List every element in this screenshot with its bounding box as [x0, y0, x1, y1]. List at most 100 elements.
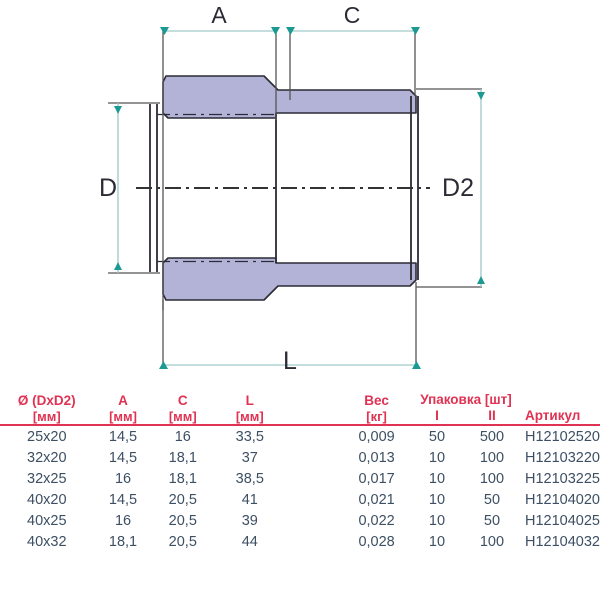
header-weight: Вес [кг] [342, 392, 411, 424]
technical-drawing: A C D D2 [99, 2, 485, 375]
cell-l: 44 [241, 534, 258, 551]
cell-spacer [286, 532, 342, 553]
dimension-label-a: A [211, 2, 227, 28]
cell-weight: 0,017 [358, 471, 395, 488]
table-row[interactable]: 40x25 16 20,5 39 0,022 10 50 H12104025 [0, 511, 600, 532]
cell-spacer [286, 511, 342, 532]
cell-a: 18,1 [108, 534, 138, 551]
cell-c: 20,5 [168, 534, 197, 551]
cell-pack2: 100 [479, 534, 505, 551]
cell-l: 37 [241, 450, 258, 467]
cell-spacer [286, 448, 342, 469]
cell-c: 20,5 [168, 492, 197, 509]
header-c-label: C [177, 392, 188, 408]
cell-article: H12104032 [524, 534, 600, 551]
header-rule-line [0, 424, 600, 427]
cell-pack1: 10 [428, 471, 446, 488]
cell-article: H12103220 [524, 450, 600, 467]
cell-pack1: 10 [428, 513, 446, 530]
header-diameter-label: Ø (DxD2) [17, 392, 76, 408]
header-a-unit: [мм] [109, 408, 137, 424]
cell-article: H12104025 [524, 513, 600, 530]
cell-weight: 0,013 [358, 450, 395, 467]
cell-c: 20,5 [168, 513, 197, 530]
cell-pack1: 10 [428, 450, 446, 467]
hidden-edges [157, 113, 276, 263]
header-weight-unit: [кг] [366, 408, 387, 424]
table-row[interactable]: 32x20 14,5 18,1 37 0,013 10 100 H12103220 [0, 448, 600, 469]
cell-article: H12104020 [524, 492, 600, 509]
table-row[interactable]: 40x20 14,5 20,5 41 0,021 10 50 H12104020 [0, 490, 600, 511]
cell-l: 33,5 [235, 429, 264, 446]
cell-diameter: 25x20 [27, 429, 67, 446]
dimension-label-d: D [99, 174, 117, 202]
cell-pack2: 50 [483, 513, 501, 530]
cell-pack2: 100 [479, 471, 505, 488]
specification-table: Ø (DxD2) [мм] A [мм] C [мм] L [мм] Вес [… [0, 392, 600, 553]
header-spacer [286, 392, 342, 424]
header-c: C [мм] [152, 392, 213, 424]
header-packing: Упаковка [шт] I II [411, 392, 521, 424]
header-article: Артикул [524, 407, 581, 423]
cell-weight: 0,022 [358, 513, 395, 530]
cell-diameter: 40x25 [27, 513, 67, 530]
cell-c: 18,1 [168, 471, 197, 488]
header-weight-label: Вес [364, 392, 389, 408]
cell-a: 14,5 [108, 429, 138, 446]
dimension-d2: D2 [416, 88, 485, 288]
cell-l: 38,5 [235, 471, 264, 488]
cell-pack1: 10 [428, 534, 446, 551]
cell-pack2: 50 [483, 492, 501, 509]
table-row[interactable]: 25x20 14,5 16 33,5 0,009 50 500 H12102520 [0, 427, 600, 448]
dimension-label-d2: D2 [442, 174, 474, 202]
header-l-unit: [мм] [235, 408, 264, 424]
cell-c: 18,1 [168, 450, 197, 467]
drawing-canvas: A C D D2 [99, 2, 485, 375]
header-c-unit: [мм] [168, 408, 197, 424]
header-diameter: Ø (DxD2) [мм] [0, 392, 94, 424]
cell-spacer [286, 490, 342, 511]
header-a: A [мм] [94, 392, 153, 424]
header-a-label: A [118, 392, 128, 408]
table-row[interactable]: 40x32 18,1 20,5 44 0,028 10 100 H12104032 [0, 532, 600, 553]
dimension-a: A [160, 2, 280, 310]
cell-diameter: 32x25 [27, 471, 67, 488]
dimension-c: C [286, 2, 420, 100]
cell-a: 16 [114, 471, 132, 488]
cell-a: 14,5 [108, 492, 138, 509]
cell-spacer [286, 427, 342, 448]
header-packing-1: I [435, 407, 439, 423]
cell-article: H12103225 [524, 471, 600, 488]
cell-c: 16 [174, 429, 191, 446]
cell-a: 14,5 [108, 450, 138, 467]
cell-weight: 0,009 [358, 429, 395, 446]
header-packing-label: Упаковка [шт] [420, 392, 512, 407]
cell-pack1: 10 [428, 492, 446, 509]
header-l: L [мм] [213, 392, 286, 424]
dimension-label-l: L [283, 347, 297, 375]
lower-wall-fill [162, 257, 417, 301]
cell-diameter: 40x32 [27, 534, 67, 551]
cell-a: 16 [114, 513, 132, 530]
header-diameter-unit: [мм] [32, 408, 61, 424]
cell-spacer [286, 469, 342, 490]
table-body: 25x20 14,5 16 33,5 0,009 50 500 H12102520 32x20 1… [0, 427, 600, 553]
cell-pack2: 100 [479, 450, 505, 467]
cell-l: 41 [241, 492, 258, 509]
header-packing-2: II [488, 407, 496, 423]
rule-cell [0, 424, 600, 427]
cell-diameter: 40x20 [27, 492, 67, 509]
cell-weight: 0,021 [358, 492, 395, 509]
table-header-row: Ø (DxD2) [мм] A [мм] C [мм] L [мм] Вес [… [0, 392, 600, 424]
cell-weight: 0,028 [358, 534, 395, 551]
dimension-label-c: C [344, 2, 361, 28]
cell-l: 39 [241, 513, 258, 530]
dimension-l: L [159, 282, 421, 375]
table-head: Ø (DxD2) [мм] A [мм] C [мм] L [мм] Вес [… [0, 392, 600, 427]
cell-pack1: 50 [428, 429, 446, 446]
table-header-rule [0, 424, 600, 427]
cell-pack2: 500 [479, 429, 505, 446]
table-row[interactable]: 32x25 16 18,1 38,5 0,017 10 100 H12103225 [0, 469, 600, 490]
cell-article: H12102520 [524, 429, 600, 446]
cell-diameter: 32x20 [27, 450, 67, 467]
